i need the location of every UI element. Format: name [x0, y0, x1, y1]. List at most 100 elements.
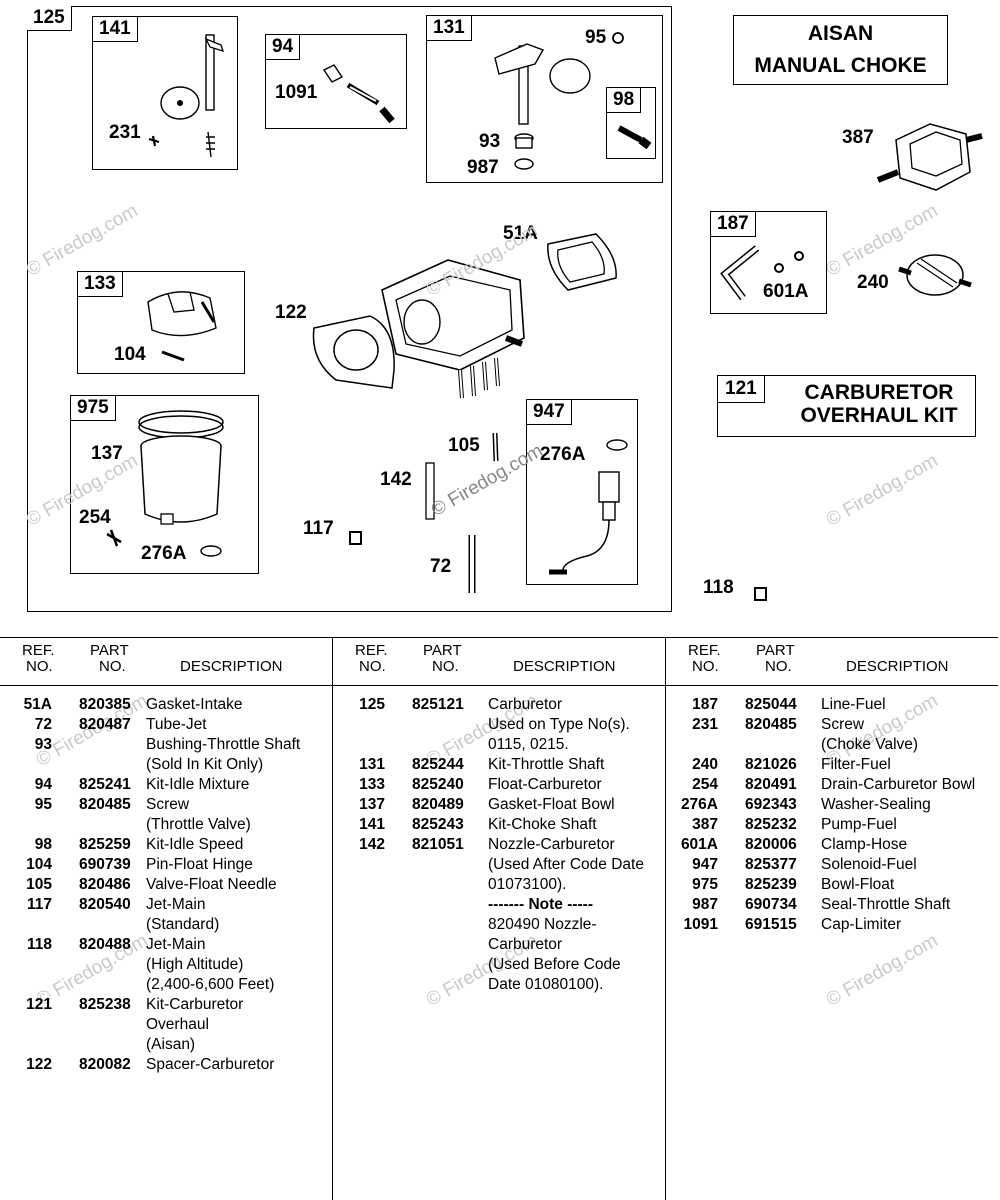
- ref-no: 95: [34, 796, 52, 813]
- ref-no: 987: [692, 896, 718, 913]
- description-line: Washer-Sealing: [821, 796, 931, 813]
- part-label: 601A: [763, 281, 809, 302]
- description-line: Bowl-Float: [821, 876, 895, 893]
- ref-no: 122: [26, 1056, 52, 1073]
- description-line: Carburetor: [488, 696, 563, 713]
- diagram-frame: 125: [27, 6, 672, 612]
- ref-no: 93: [34, 736, 52, 753]
- part-no: 821026: [745, 756, 797, 773]
- description-line: Pin-Float Hinge: [146, 856, 253, 873]
- ref-no: 131: [359, 756, 385, 773]
- kit-title-line-1: CARBURETOR: [804, 381, 954, 404]
- box-133: 133 104: [77, 271, 245, 374]
- box-tag: 98: [607, 88, 642, 113]
- description: Jet-Main(High Altitude)(2,400-6,600 Feet…: [146, 935, 274, 995]
- part-no: 825238: [79, 996, 131, 1013]
- box-187: 187 601A: [710, 211, 827, 314]
- part-no: 691515: [745, 916, 797, 933]
- description-line: Valve-Float Needle: [146, 876, 277, 893]
- part-no: 825121: [412, 696, 464, 713]
- header-ref: REF.: [22, 642, 55, 659]
- part-label: 51A: [503, 223, 538, 244]
- description-line: Carburetor: [488, 936, 563, 953]
- description: Drain-Carburetor Bowl: [821, 775, 975, 795]
- title-line-2: MANUAL CHOKE: [754, 54, 927, 77]
- description: Kit-Throttle Shaft: [488, 755, 604, 775]
- description-line: Gasket-Float Bowl: [488, 796, 615, 813]
- header-ref: NO.: [692, 658, 719, 675]
- description-line: (Sold In Kit Only): [146, 756, 264, 773]
- part-no: 825239: [745, 876, 797, 893]
- box-tag: 975: [71, 396, 116, 421]
- box-tag: 133: [78, 272, 123, 297]
- ref-no: 121: [26, 996, 52, 1013]
- part-no: 820485: [745, 716, 797, 733]
- description-line: (Choke Valve): [821, 736, 919, 753]
- throttle-shaft-icon: [494, 32, 624, 170]
- description: Valve-Float Needle: [146, 875, 277, 895]
- description-line: Overhaul: [146, 1016, 209, 1033]
- part-no: 825241: [79, 776, 131, 793]
- description-line: Jet-Main: [146, 936, 206, 953]
- description: Seal-Throttle Shaft: [821, 895, 950, 915]
- header-part: NO.: [432, 658, 459, 675]
- part-label: 987: [467, 157, 499, 178]
- ref-no: 141: [359, 816, 385, 833]
- idle-mixture-icon: [322, 64, 395, 124]
- description: Gasket-Float Bowl: [488, 795, 615, 815]
- description: Jet-Main(Standard): [146, 895, 219, 935]
- box-98: 98: [606, 87, 656, 159]
- header-part: PART: [423, 642, 462, 659]
- aisan-manual-choke-title: AISAN MANUAL CHOKE: [733, 15, 948, 85]
- part-no: 825377: [745, 856, 797, 873]
- description: Tube-Jet: [146, 715, 207, 735]
- part-no: 825240: [412, 776, 464, 793]
- description: Float-Carburetor: [488, 775, 602, 795]
- description-line: Jet-Main: [146, 896, 206, 913]
- part-no: 820487: [79, 716, 131, 733]
- description-line: Float-Carburetor: [488, 776, 602, 793]
- description-line: 820490 Nozzle-: [488, 916, 597, 933]
- kit-ref: 121: [718, 376, 765, 403]
- description-line: Nozzle-Carburetor: [488, 836, 615, 853]
- description-line: Bushing-Throttle Shaft: [146, 736, 301, 753]
- ref-no: 975: [692, 876, 718, 893]
- ref-no: 125: [359, 696, 385, 713]
- description: Kit-Idle Speed: [146, 835, 243, 855]
- part-label: 387: [842, 127, 874, 148]
- carburetor-overhaul-kit-box: 121 CARBURETOR OVERHAUL KIT: [717, 375, 976, 437]
- description-line: Date 01080100).: [488, 976, 604, 993]
- part-no: 825259: [79, 836, 131, 853]
- ref-no: 254: [692, 776, 718, 793]
- part-label: 72: [430, 556, 452, 577]
- box-141: 141 231: [92, 16, 238, 170]
- header-part: NO.: [765, 658, 792, 675]
- ref-no: 947: [692, 856, 718, 873]
- box-94: 94 1091: [265, 34, 407, 129]
- description: Kit-Choke Shaft: [488, 815, 597, 835]
- frame-tag: 125: [27, 6, 72, 31]
- part-no: 820489: [412, 796, 464, 813]
- header-description: DESCRIPTION: [513, 658, 616, 675]
- description: Spacer-Carburetor: [146, 1055, 274, 1075]
- part-label: 95: [585, 27, 607, 48]
- description-line: (Throttle Valve): [146, 816, 251, 833]
- carburetor-icon: [312, 233, 617, 399]
- ref-no: 231: [692, 716, 718, 733]
- description-line: Pump-Fuel: [821, 816, 897, 833]
- header-part: PART: [756, 642, 795, 659]
- description-line: Kit-Carburetor: [146, 996, 244, 1013]
- description: Pump-Fuel: [821, 815, 897, 835]
- part-label: 276A: [540, 444, 586, 465]
- float-bowl-icon: [106, 410, 224, 557]
- description-line: ------- Note -----: [488, 896, 593, 913]
- ref-no: 117: [26, 896, 52, 913]
- ref-no: 601A: [680, 836, 718, 853]
